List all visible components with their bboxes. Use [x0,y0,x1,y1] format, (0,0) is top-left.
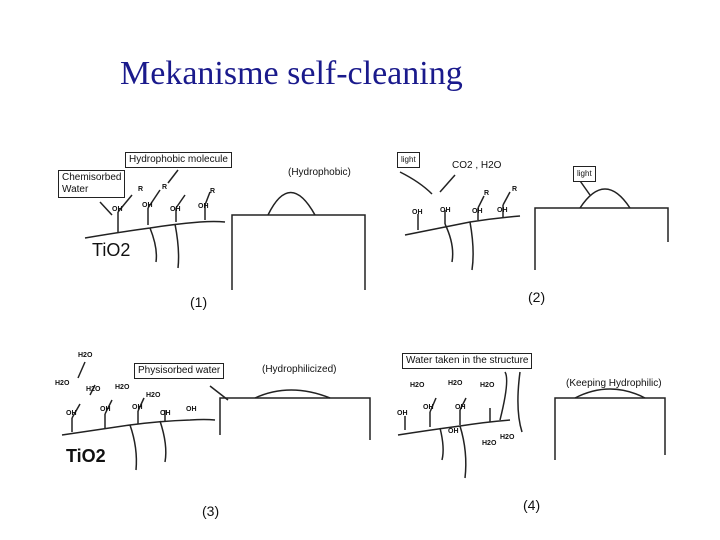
group-label: R [138,186,144,193]
group-label: OH [170,206,181,213]
hydrophobic-state-label: (Hydrophobic) [288,167,351,178]
panel-4-label: (4) [523,497,541,513]
group-label: OH [412,209,423,216]
group-label: OH [423,404,434,411]
group-label: OH [198,203,209,210]
keeping-hydrophilic-state-label: (Keeping Hydrophilic) [566,378,662,389]
group-label: R [210,188,216,195]
panel-3-molecule-drawing [61,361,216,471]
physisorbed-water-callout: Physisorbed water [134,363,225,379]
panel-2-label: (2) [528,289,546,305]
co2-h2o-label: CO2 , H2O [452,160,502,171]
panel-4-molecule-drawing [397,371,523,479]
panel-2-molecule-drawing [399,171,521,271]
group-label: H2O [115,384,130,391]
water-label: Water [62,184,89,195]
group-label: OH [448,428,459,435]
panel-3-droplet-drawing [209,385,371,440]
slide-title: Mekanisme self-cleaning [120,55,463,92]
group-label: H2O [482,440,497,447]
group-label: R [512,186,518,193]
group-label: H2O [480,382,495,389]
group-label: H2O [86,386,101,393]
group-label: OH [66,410,77,417]
light-callout: light [573,166,596,182]
hydrophilicized-state-label: (Hydrophilicized) [262,364,337,375]
group-label: H2O [55,380,70,387]
group-label: H2O [146,392,161,399]
water-taken-callout: Water taken in the structure [402,353,533,369]
hydrophobic-molecule-callout: Hydrophobic molecule [125,152,232,168]
group-label: OH [112,206,123,213]
panel-1-droplet-drawing [231,191,366,290]
group-label: H2O [78,352,93,359]
group-label: OH [132,404,143,411]
tio2-substrate-label-1: TiO2 [92,240,131,260]
group-label: OH [455,404,466,411]
group-label: OH [142,202,153,209]
group-label: OH [440,207,451,214]
panel-1-label: (1) [190,294,208,310]
group-label: R [162,184,168,191]
light-callout: light [397,152,420,168]
group-label: OH [472,208,483,215]
group-label: OH [186,406,197,413]
group-label: H2O [500,434,515,441]
panel-2-droplet-drawing [534,177,669,270]
group-label: OH [497,207,508,214]
group-label: H2O [410,382,425,389]
group-label: OH [100,406,111,413]
group-label: R [484,190,490,197]
group-label: H2O [448,380,463,387]
chemisorbed-label: Chemisorbed [62,172,122,183]
panel-4-droplet-drawing [554,388,666,460]
group-label: OH [397,410,408,417]
tio2-substrate-label-3: TiO2 [66,446,106,466]
panel-3-label: (3) [202,503,220,519]
chemisorbed-water-callout: Chemisorbed Water [58,170,126,198]
panel-1-molecule-drawing [84,169,226,269]
group-label: OH [160,410,171,417]
